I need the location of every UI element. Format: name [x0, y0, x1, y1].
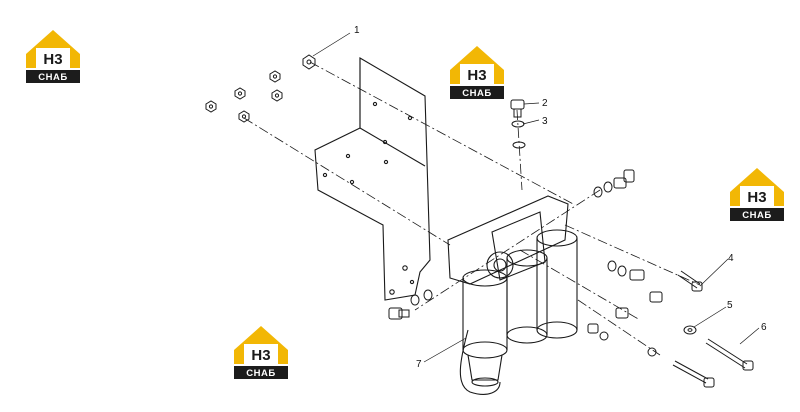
- logo-icon: H3 CHAБ: [450, 46, 504, 99]
- leader-lines: [312, 32, 760, 363]
- bolt-set-lower: [587, 323, 609, 341]
- logo-code: H3: [747, 189, 766, 206]
- logo-icon: H3 CHAБ: [26, 30, 80, 83]
- fuel-filter-assembly: [447, 195, 578, 395]
- logo-code: H3: [43, 51, 62, 68]
- nut-group: [205, 54, 316, 123]
- logo-icon: H3 CHAБ: [234, 326, 288, 379]
- watermark-logo: H3 CHAБ: [22, 24, 84, 86]
- callout-3: 3: [542, 116, 548, 127]
- callout-5: 5: [727, 300, 733, 311]
- callout-6: 6: [761, 322, 767, 333]
- callout-1: 1: [354, 25, 360, 36]
- watermark-logo: H3 CHAБ: [230, 320, 292, 382]
- callout-7: 7: [416, 359, 422, 370]
- mounting-bracket: [314, 57, 431, 301]
- callout-4: 4: [728, 253, 734, 264]
- logo-brand: CHAБ: [38, 72, 67, 83]
- long-bolt-item-6: [647, 338, 754, 388]
- watermark-logo: H3 CHAБ: [446, 40, 508, 102]
- logo-brand: CHAБ: [742, 210, 771, 221]
- hex-nut: [234, 87, 246, 100]
- logo-brand: CHAБ: [462, 88, 491, 99]
- logo-code: H3: [251, 347, 270, 364]
- bolt-set-upper: [593, 169, 635, 198]
- hex-nut: [271, 89, 283, 102]
- plug-bolt: [510, 99, 525, 118]
- washer-item-5: [683, 325, 697, 335]
- hex-nut: [302, 54, 316, 70]
- bolt-item-4: [677, 270, 703, 292]
- hex-nut: [269, 70, 281, 83]
- hex-nut: [238, 110, 250, 123]
- logo-code: H3: [467, 67, 486, 84]
- watermark-logo: H3 CHAБ: [726, 162, 788, 224]
- assembly-lines: [243, 61, 701, 356]
- logo-icon: H3 CHAБ: [730, 168, 784, 221]
- callout-labels: 1 2 3 4 5 6 7: [354, 25, 767, 370]
- logo-brand: CHAБ: [246, 368, 275, 379]
- bolt-set-left: [388, 289, 433, 320]
- callout-2: 2: [542, 98, 548, 109]
- bolt-set-middle: [607, 260, 663, 319]
- hex-nut: [205, 100, 217, 113]
